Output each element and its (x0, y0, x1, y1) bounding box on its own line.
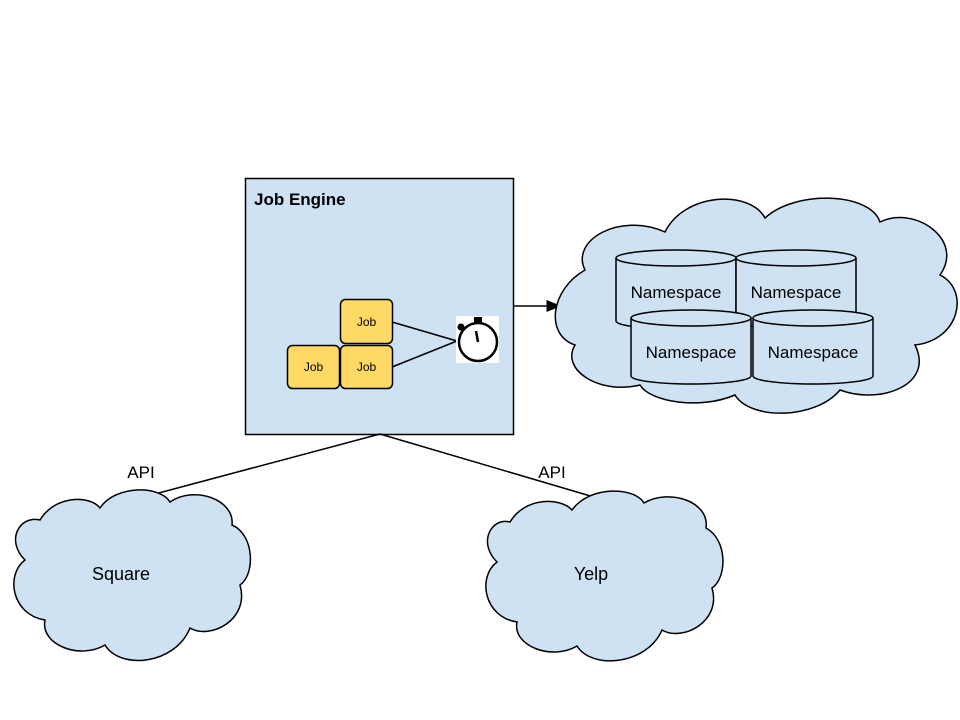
client-label-square: Square (92, 564, 150, 584)
namespace-label: Namespace (768, 343, 859, 362)
api-label-square: API (127, 463, 154, 482)
namespace-cylinder: Namespace (630, 309, 752, 385)
client-label-yelp: Yelp (574, 564, 608, 584)
namespace-label: Namespace (631, 283, 722, 302)
job-to-timer-connectors (391, 321, 458, 368)
job-block: Job (339, 344, 394, 390)
job-block: Job (286, 344, 341, 390)
namespace-label: Namespace (751, 283, 842, 302)
job-label: Job (357, 360, 377, 374)
yelp-cloud: Yelp (485, 490, 724, 662)
engine-to-client-connectors (154, 433, 605, 501)
job-engine-title: Job Engine (254, 190, 346, 209)
stopwatch-icon (456, 316, 499, 363)
namespace-label: Namespace (646, 343, 737, 362)
api-label-yelp: API (538, 463, 565, 482)
job-block: Job (339, 298, 394, 345)
namespace-cylinder: Namespace (752, 309, 874, 385)
square-cloud: Square (13, 489, 252, 662)
job-label: Job (357, 315, 377, 329)
job-label: Job (304, 360, 324, 374)
